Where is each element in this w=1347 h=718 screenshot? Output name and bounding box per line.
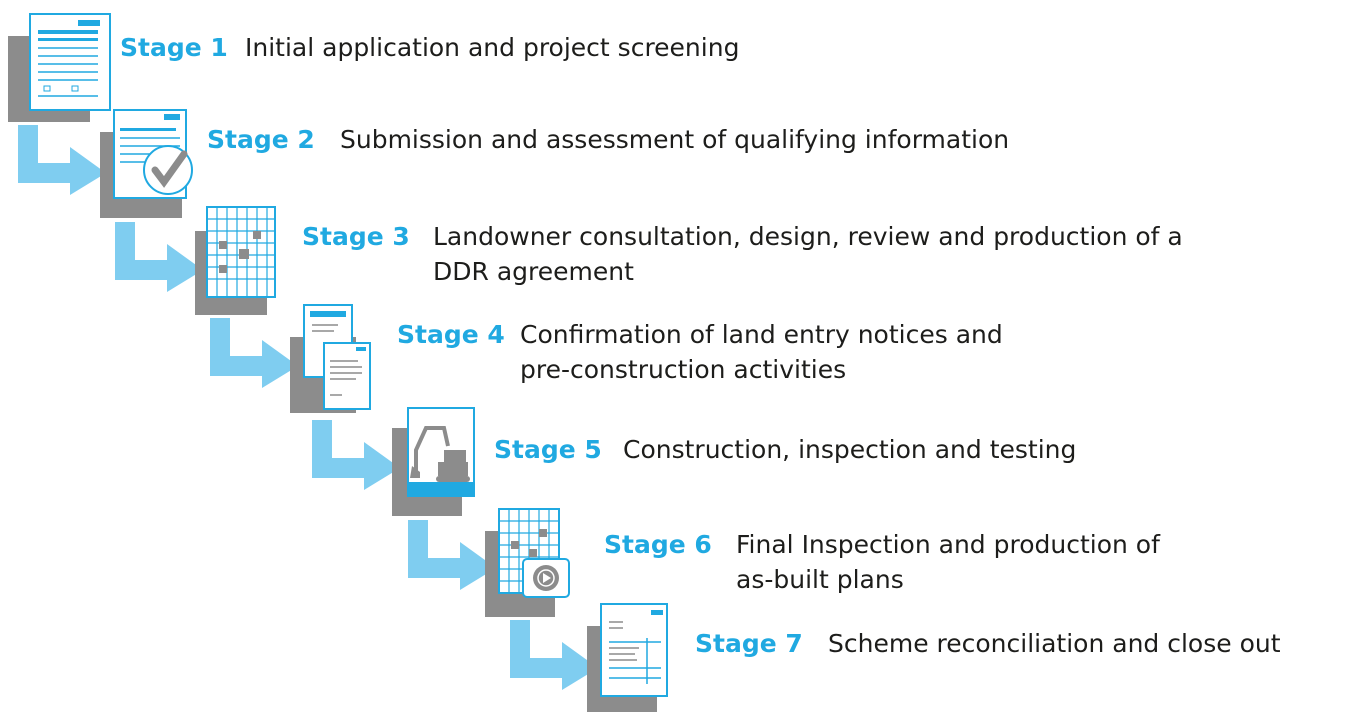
step-arrow-icon <box>18 125 108 199</box>
step-arrow-icon <box>510 620 600 694</box>
stage-3-description-line-1: Landowner consultation, design, review a… <box>433 222 1183 251</box>
stage-4-description-line-2: pre-construction activities <box>520 355 847 384</box>
stage-4-description-line-1: Confirmation of land entry notices and <box>520 320 1003 349</box>
stage-6-label: Stage 6 <box>604 530 712 559</box>
stage-5-label: Stage 5 <box>494 435 602 464</box>
stage-1-description: Initial application and project screenin… <box>245 33 740 62</box>
notices-documents-icon <box>290 303 380 419</box>
stage-3-label: Stage 3 <box>302 222 410 251</box>
plans-video-icon <box>485 507 575 623</box>
application-form-icon <box>8 12 118 128</box>
step-arrow-icon <box>408 520 498 594</box>
step-arrow-icon <box>115 222 205 296</box>
step-arrow-icon <box>312 420 402 494</box>
stage-3-description-line-2: DDR agreement <box>433 257 634 286</box>
stage-5-description: Construction, inspection and testing <box>623 435 1077 464</box>
stage-2-description: Submission and assessment of qualifying … <box>340 125 1010 154</box>
stage-6-description-line-2: as-built plans <box>736 565 904 594</box>
excavator-icon <box>392 406 482 522</box>
step-arrow-icon <box>210 318 300 392</box>
stage-2-label: Stage 2 <box>207 125 315 154</box>
grid-plan-icon <box>195 205 285 321</box>
approved-document-icon <box>100 108 210 224</box>
stage-6-description-line-1: Final Inspection and production of <box>736 530 1160 559</box>
stage-7-description: Scheme reconciliation and close out <box>828 629 1281 658</box>
stage-4-label: Stage 4 <box>397 320 505 349</box>
invoice-document-icon <box>587 602 677 718</box>
stage-7-label: Stage 7 <box>695 629 803 658</box>
stage-1-label: Stage 1 <box>120 33 228 62</box>
